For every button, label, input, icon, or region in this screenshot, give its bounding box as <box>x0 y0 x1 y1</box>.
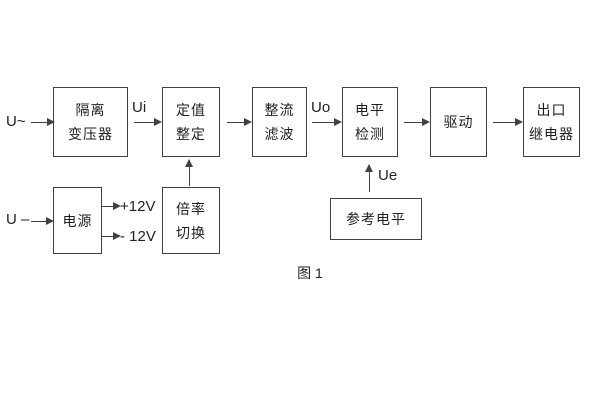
arrow-right-icon <box>227 118 252 127</box>
block-label: 隔离 <box>75 102 106 118</box>
block-label: 定值 <box>176 102 206 118</box>
arrow-right-icon <box>312 118 342 127</box>
block-drive: 驱动 <box>430 87 487 157</box>
block-label: 变压器 <box>68 126 113 142</box>
arrow-right-icon <box>493 118 523 127</box>
block-power-supply: 电源 <box>53 187 102 254</box>
arrow-right-icon <box>404 118 430 127</box>
block-label: 电源 <box>62 212 93 229</box>
block-label: 滤波 <box>264 126 295 142</box>
block-isolation-transformer: 隔离 变压器 <box>53 87 128 157</box>
block-label: 检测 <box>355 126 385 142</box>
signal-label-minus12v: - 12V <box>120 228 156 245</box>
signal-label-ue: Ue <box>378 167 398 184</box>
signal-label-plus12v: +12V <box>120 198 156 215</box>
block-label: 出口 <box>536 102 567 118</box>
arrow-right-icon <box>31 118 55 127</box>
block-label: 整定 <box>176 126 206 142</box>
block-label: 切换 <box>176 224 206 241</box>
block-label: 驱动 <box>443 114 474 130</box>
block-level-detect: 电平 检测 <box>342 87 398 157</box>
arrow-up-icon <box>365 164 374 192</box>
block-reference-level: 参考电平 <box>330 198 422 240</box>
signal-label-ui: Ui <box>132 99 147 116</box>
block-setting-adjust: 定值 整定 <box>162 87 220 157</box>
arrow-up-icon <box>185 159 194 186</box>
block-label: 参考电平 <box>346 211 406 227</box>
arrow-right-icon <box>134 118 162 127</box>
input-label-dc: U – <box>6 211 30 228</box>
block-label: 整流 <box>264 102 295 118</box>
arrow-right-icon <box>31 217 54 226</box>
arrow-right-icon <box>102 232 121 241</box>
block-label: 继电器 <box>529 126 574 142</box>
figure-caption: 图 1 <box>297 265 323 281</box>
input-label-ac: U~ <box>6 113 26 130</box>
block-label: 电平 <box>355 102 385 118</box>
block-ratio-switch: 倍率 切换 <box>162 187 220 254</box>
block-output-relay: 出口 继电器 <box>523 87 580 157</box>
signal-label-uo: Uo <box>311 99 331 116</box>
arrow-right-icon <box>102 202 121 211</box>
block-rectifier-filter: 整流 滤波 <box>252 87 307 157</box>
block-label: 倍率 <box>176 200 206 217</box>
